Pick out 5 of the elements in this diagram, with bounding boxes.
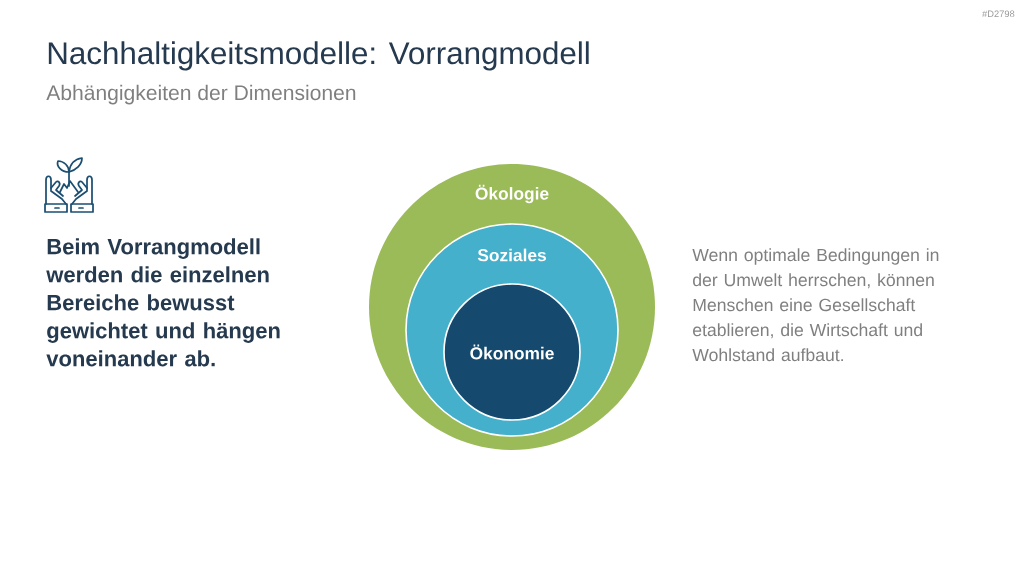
id-tag: #D2798 [982,10,1015,18]
subtitle: Abhängigkeiten der Dimensionen [46,84,356,105]
statement-text: Beim Vorrangmodell werden die einzelnen Bereiche bewusst gewichtet und hängen voneinander ab. [46,238,280,367]
description-text: Wenn optimale Bedingungen in der Umwelt herrschen, können Menschen eine Gesellschaft etablieren, die Wirtschaft und Wohlstand aufbaut. [692,248,939,362]
title: Nachhaltigkeitsmodelle: Vorrangmodell [48,41,589,71]
